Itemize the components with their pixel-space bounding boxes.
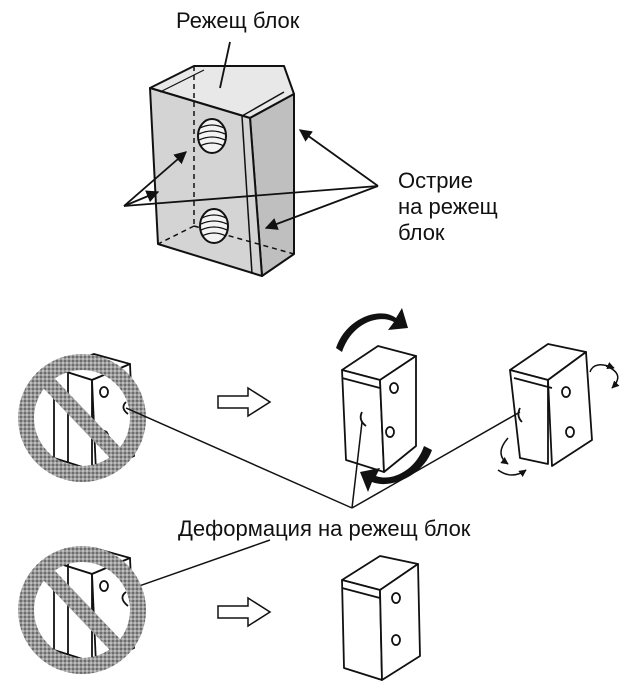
arrow-right-outline-icon	[217, 386, 272, 418]
blade-edge-label-line-1: Острие	[398, 168, 473, 193]
prohibited-slash	[36, 562, 130, 660]
rotate-arrow-icon	[336, 308, 432, 492]
threaded-holes	[197, 118, 229, 244]
arrow-right-outline-icon	[217, 596, 272, 628]
hidden-edges	[157, 66, 295, 255]
deformation-label: Деформация на режещ блок	[178, 516, 471, 541]
prohibited-example-1	[18, 353, 146, 482]
prohibited-icon	[18, 354, 146, 482]
main-cutting-block	[149, 65, 295, 277]
threaded-hole-upper	[197, 118, 227, 154]
prohibited-slash	[36, 370, 130, 468]
blade-edge-label-line-2: на режещ	[398, 194, 498, 219]
deformation-leaders	[121, 407, 521, 593]
threaded-hole-lower	[199, 208, 229, 244]
rotated-block-right	[509, 343, 593, 467]
rotated-block-middle	[341, 345, 417, 473]
prohibited-example-2	[18, 546, 146, 674]
prohibited-icon	[18, 546, 146, 674]
blade-edge-label: Острие на режещ блок	[398, 168, 498, 246]
block-front-face	[149, 87, 263, 277]
cutting-block-label: Режещ блок	[176, 8, 300, 33]
small-rotate-arrows	[497, 362, 620, 477]
leader-lines-top	[123, 41, 379, 230]
corrected-block	[341, 555, 421, 681]
blade-edge-label-line-3: блок	[398, 220, 445, 245]
